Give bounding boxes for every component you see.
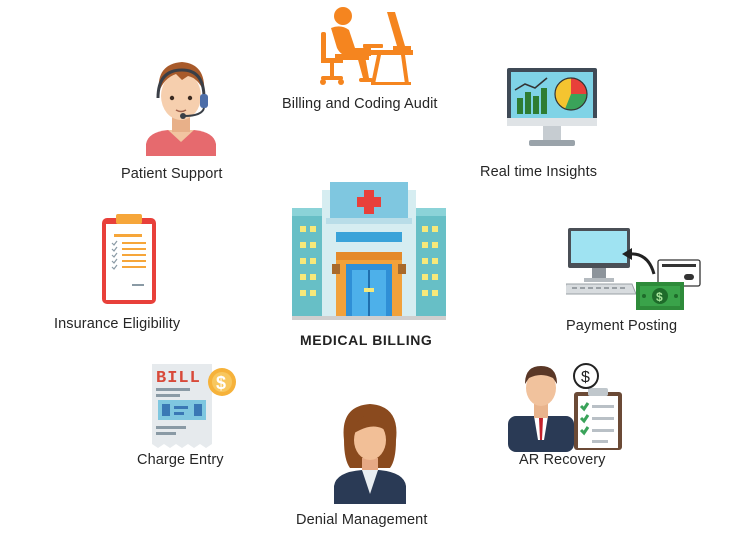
real-time-insights-node	[505, 68, 599, 152]
bill-receipt-icon: BILL $	[152, 364, 236, 448]
svg-text:$: $	[216, 373, 226, 393]
manager-checklist-icon: $	[508, 363, 622, 452]
charge-entry-node: BILL $	[150, 364, 240, 450]
clipboard-icon	[102, 214, 156, 304]
desk-worker-icon	[320, 7, 413, 85]
center-title: MEDICAL BILLING	[300, 332, 433, 348]
node-label-billing-coding-audit: Billing and Coding Audit	[282, 96, 438, 112]
node-label-charge-entry: Charge Entry	[137, 452, 224, 468]
payment-computer-icon: $	[566, 228, 701, 310]
node-label-ar-recovery: AR Recovery	[519, 452, 606, 468]
svg-text:$: $	[656, 290, 663, 304]
payment-posting-node: $	[566, 226, 702, 312]
woman-avatar-icon	[334, 404, 406, 504]
insurance-eligibility-node	[102, 214, 158, 304]
svg-text:$: $	[581, 369, 590, 386]
node-label-real-time-insights: Real time Insights	[480, 164, 598, 180]
bill-text: BILL	[156, 369, 201, 388]
hospital-node	[292, 180, 446, 320]
node-label-payment-posting: Payment Posting	[566, 318, 678, 334]
billing-coding-audit-node	[315, 4, 415, 86]
ar-recovery-node: $	[508, 360, 624, 452]
patient-support-node	[142, 58, 220, 156]
node-label-patient-support: Patient Support	[121, 166, 223, 182]
analytics-monitor-icon	[507, 68, 597, 146]
node-label-denial-management: Denial Management	[296, 512, 428, 528]
node-label-insurance-eligibility: Insurance Eligibility	[54, 316, 181, 332]
support-agent-icon	[146, 62, 216, 156]
denial-management-node	[330, 400, 410, 504]
hospital-icon	[292, 182, 446, 320]
